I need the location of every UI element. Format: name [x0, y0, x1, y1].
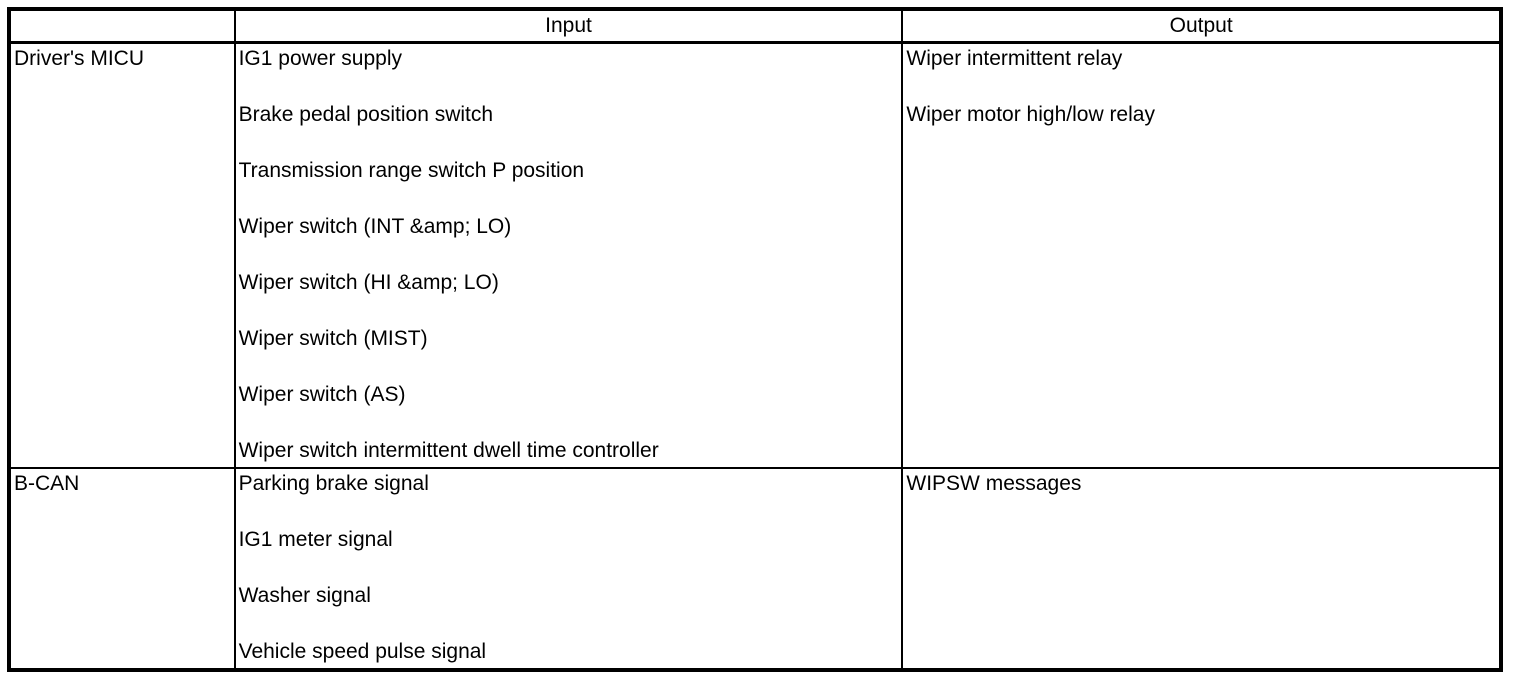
input-item: Wiper switch (INT &amp; LO) [238, 215, 512, 238]
input-cell: Parking brake signal IG1 meter signal Wa… [233, 467, 904, 671]
output-cell: WIPSW messages [901, 467, 1502, 671]
input-item: Wiper switch (MIST) [238, 327, 428, 350]
input-item: IG1 power supply [238, 47, 403, 70]
io-table-container: Input Output Driver's MICU IG1 power sup… [7, 7, 1503, 672]
header-cell-output: Output [901, 8, 1502, 44]
row-label: Driver's MICU [14, 47, 144, 70]
output-cell: Wiper intermittent relay Wiper motor hig… [901, 41, 1502, 469]
row-label: B-CAN [14, 472, 80, 495]
header-cell-blank [8, 8, 236, 44]
row-label-cell: Driver's MICU [8, 41, 236, 469]
input-item: Brake pedal position switch [238, 103, 494, 126]
input-item: Wiper switch intermittent dwell time con… [238, 439, 659, 462]
output-item: WIPSW messages [906, 472, 1082, 495]
table-header-row: Input Output [8, 8, 1502, 44]
input-item: Parking brake signal [238, 472, 429, 495]
input-item: Transmission range switch P position [238, 159, 585, 182]
input-item: Vehicle speed pulse signal [238, 640, 487, 663]
input-item: Wiper switch (AS) [238, 383, 406, 406]
table-row-b-can: B-CAN Parking brake signal IG1 meter sig… [8, 467, 1502, 671]
input-item: IG1 meter signal [238, 528, 393, 551]
table-row-drivers-micu: Driver's MICU IG1 power supply Brake ped… [8, 41, 1502, 469]
header-cell-input: Input [233, 8, 904, 44]
input-output-table: Input Output Driver's MICU IG1 power sup… [7, 7, 1503, 672]
output-item: Wiper intermittent relay [906, 47, 1123, 70]
input-cell: IG1 power supply Brake pedal position sw… [233, 41, 904, 469]
input-item: Washer signal [238, 584, 371, 607]
output-item: Wiper motor high/low relay [906, 103, 1155, 126]
row-label-cell: B-CAN [8, 467, 236, 671]
input-item: Wiper switch (HI &amp; LO) [238, 271, 499, 294]
